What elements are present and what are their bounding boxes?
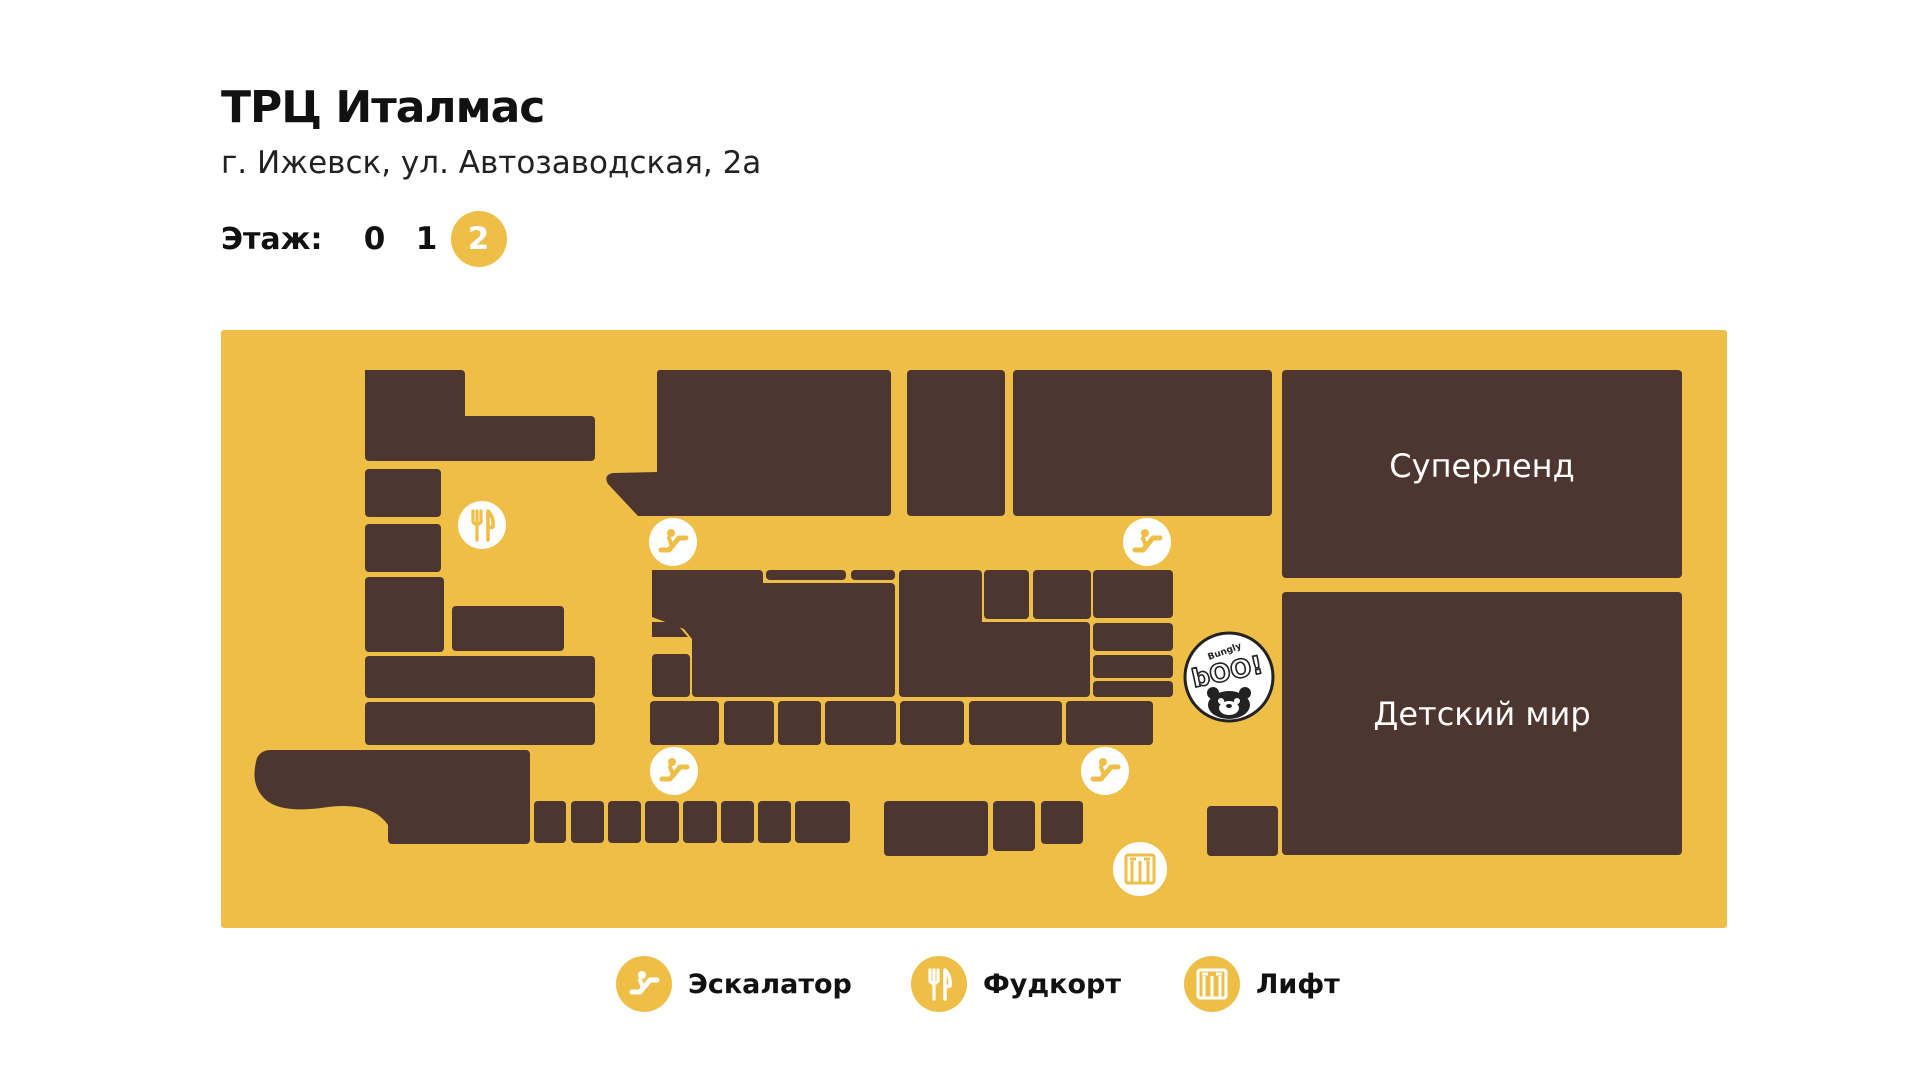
- store[interactable]: [766, 570, 846, 580]
- store[interactable]: [365, 656, 595, 698]
- store[interactable]: [984, 570, 1029, 619]
- store[interactable]: [899, 570, 1090, 697]
- store[interactable]: [1093, 655, 1173, 678]
- escalator-icon[interactable]: [1081, 747, 1129, 795]
- store[interactable]: [721, 801, 754, 843]
- store[interactable]: [650, 701, 719, 745]
- store[interactable]: [724, 701, 774, 745]
- store[interactable]: [1207, 806, 1278, 856]
- bungly-boo-logo[interactable]: Bungly bOO!: [1183, 631, 1275, 723]
- fork-knife-icon: [911, 956, 967, 1012]
- store[interactable]: [683, 801, 717, 843]
- floor-map: Суперленд Детский мир Bungly bOO!: [221, 330, 1727, 928]
- store[interactable]: [1041, 801, 1083, 844]
- bear-icon: [1207, 687, 1251, 719]
- store[interactable]: [254, 750, 530, 844]
- fork-knife-icon[interactable]: [458, 501, 506, 549]
- store[interactable]: [365, 702, 595, 745]
- store[interactable]: [900, 701, 964, 745]
- store[interactable]: [534, 801, 566, 843]
- mall-title: ТРЦ Италмас: [221, 82, 545, 133]
- map-legend: Эскалатор Фудкорт Лифт: [0, 956, 1920, 1012]
- floor-button-1[interactable]: 1: [415, 221, 438, 257]
- escalator-icon[interactable]: [649, 518, 697, 566]
- store[interactable]: [652, 654, 690, 697]
- store[interactable]: [365, 577, 444, 652]
- store[interactable]: [1013, 370, 1272, 516]
- store[interactable]: [993, 801, 1035, 851]
- store[interactable]: [452, 606, 564, 651]
- store[interactable]: [365, 370, 595, 461]
- elevator-icon: [1184, 956, 1240, 1012]
- store[interactable]: [969, 701, 1062, 745]
- legend-label-elevator: Лифт: [1256, 968, 1340, 1000]
- escalator-icon[interactable]: [1123, 518, 1171, 566]
- store[interactable]: [1033, 570, 1091, 619]
- store[interactable]: [1066, 701, 1153, 745]
- store[interactable]: [825, 701, 896, 745]
- store[interactable]: [907, 370, 1005, 516]
- legend-item-foodcourt: Фудкорт: [911, 956, 1121, 1012]
- store[interactable]: [778, 701, 821, 745]
- floor-button-0[interactable]: 0: [363, 221, 386, 257]
- store[interactable]: [851, 570, 895, 580]
- store[interactable]: [365, 524, 441, 572]
- store[interactable]: [645, 801, 679, 843]
- legend-label-foodcourt: Фудкорт: [983, 968, 1122, 1000]
- floor-label: Этаж:: [221, 221, 323, 257]
- floor-button-2[interactable]: 2: [450, 211, 507, 267]
- escalator-icon: [616, 956, 672, 1012]
- mall-address: г. Ижевск, ул. Автозаводская, 2а: [221, 145, 762, 181]
- store-detsky-mir[interactable]: [1282, 592, 1682, 855]
- escalator-icon[interactable]: [650, 747, 698, 795]
- legend-label-escalator: Эскалатор: [688, 968, 852, 1000]
- store[interactable]: [884, 801, 988, 856]
- store[interactable]: [1093, 681, 1173, 697]
- store-superlend[interactable]: [1282, 370, 1682, 578]
- store[interactable]: [365, 469, 441, 517]
- store[interactable]: [795, 801, 850, 843]
- elevator-icon[interactable]: [1113, 842, 1167, 896]
- floor-selector: Этаж: 0 1 2: [221, 210, 507, 268]
- store[interactable]: [1093, 570, 1173, 618]
- store[interactable]: [652, 622, 688, 637]
- store-label-detsky-mir: Детский мир: [1373, 695, 1590, 733]
- store[interactable]: [1093, 623, 1173, 651]
- legend-item-escalator: Эскалатор: [616, 956, 852, 1012]
- store[interactable]: [608, 801, 641, 843]
- store[interactable]: [758, 801, 791, 843]
- store-label-superlend: Суперленд: [1389, 447, 1574, 485]
- store[interactable]: [606, 370, 891, 516]
- legend-item-elevator: Лифт: [1184, 956, 1340, 1012]
- store[interactable]: [652, 570, 895, 697]
- store[interactable]: [571, 801, 604, 843]
